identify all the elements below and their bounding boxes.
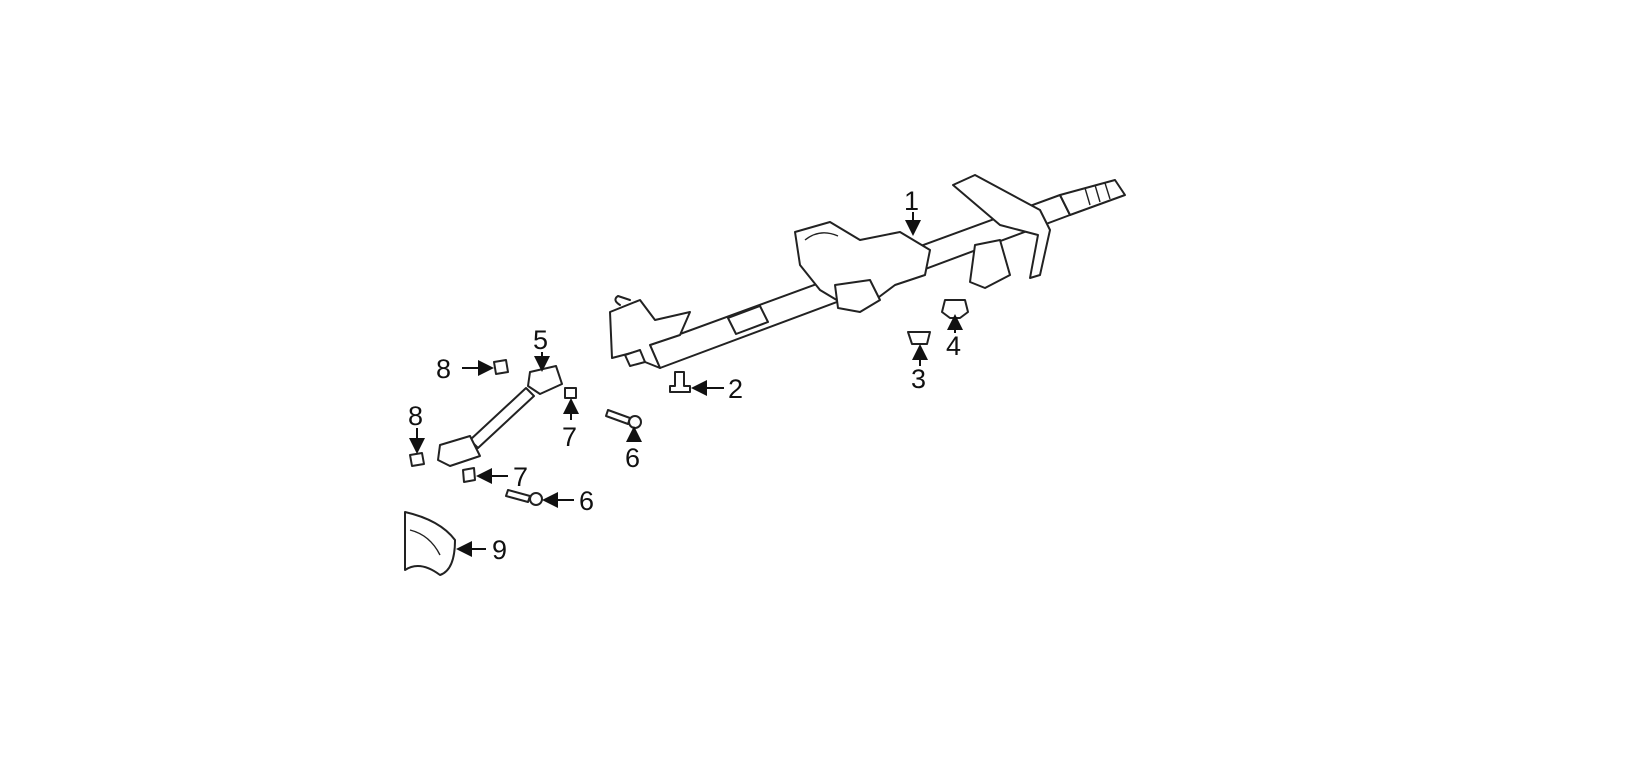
steering-column [609,174,1126,369]
callout-3: 3 [911,364,926,394]
boot-9 [404,511,456,576]
nut-7a [564,387,577,399]
callout-8b: 8 [408,401,423,431]
callout-8a: 8 [436,354,451,384]
callout-7b: 7 [513,462,528,492]
leader-lines [409,212,963,557]
callout-2: 2 [728,374,743,404]
callout-9: 9 [492,535,507,565]
intermediate-shaft-5 [437,365,563,467]
bolt-6b [505,489,543,506]
nut-3 [907,331,931,345]
callout-1: 1 [904,186,919,216]
bolt-6a [605,409,642,429]
clip-8a [493,359,509,375]
callout-6a: 6 [625,443,640,473]
nut-4 [941,299,969,319]
nut-7b [462,467,476,483]
callout-5: 5 [533,325,548,355]
callout-7a: 7 [562,422,577,452]
callout-6b: 6 [579,486,594,516]
callout-4: 4 [946,331,961,361]
clip-8b [409,452,425,467]
bolt-2 [669,371,691,393]
